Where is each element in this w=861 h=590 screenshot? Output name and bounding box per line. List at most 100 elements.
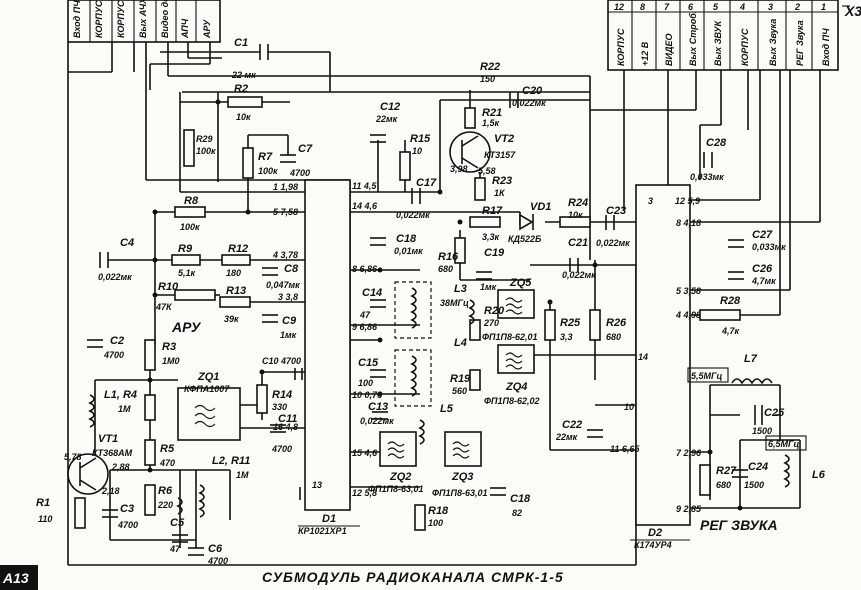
rconn-4: Вых ЗВУК	[713, 19, 723, 66]
lbl-R22v: 150	[480, 74, 495, 84]
d2-pin-14: 14	[638, 352, 648, 362]
d1-pin-1: 1 1,98	[273, 182, 298, 192]
lbl-ZQ2v: ФП1П8-63,01	[368, 484, 424, 494]
lbl-R7: R7	[258, 151, 273, 163]
lbl-R13v: 39к	[224, 314, 239, 324]
lconn-3: Вых АЧХ	[138, 0, 148, 38]
lbl-ZQ3: ZQ3	[451, 471, 473, 483]
d1-pin-12: 12 5,8	[352, 488, 377, 498]
lbl-C22: C22	[562, 419, 582, 431]
tp-0: 3,98	[450, 164, 468, 174]
lbl-R25: R25	[560, 317, 581, 329]
lbl-C2v: 4700	[103, 350, 124, 360]
rconn-num-7: 2	[794, 2, 800, 12]
lbl-C8v: 0,047мк	[266, 280, 300, 290]
d1-pin-8: 8 6,86	[352, 264, 378, 274]
lbl-L3: L3	[454, 283, 467, 295]
d2-pin-7: 7 2,96	[676, 448, 702, 458]
lbl-R1v: 110	[38, 514, 52, 524]
rconn-num-0: 12	[614, 2, 624, 12]
lbl-C4: C4	[120, 237, 134, 249]
lbl-ZQ1v: КФПА1007	[184, 384, 230, 394]
rconn-3: Вых Строб.	[688, 11, 698, 66]
lbl-C3: C3	[120, 503, 134, 515]
lbl-C6v: 4700	[207, 556, 228, 566]
lbl-R28v: 4,7к	[721, 326, 740, 336]
lbl-R7v: 100к	[258, 166, 278, 176]
rconn-num-3: 6	[688, 2, 694, 12]
left-connector: Вход ПЧ КОРПУС КОРПУС Вых АЧХ Видео дете…	[67, 0, 221, 43]
lbl-C24v: 1500	[744, 480, 764, 490]
lbl-C20v: 0,022мк	[512, 98, 546, 108]
lbl-L5: L5	[440, 403, 454, 415]
lbl-R6v: 220	[157, 500, 173, 510]
d2-pin-10: 10	[624, 402, 634, 412]
lbl-C18b: C18	[510, 493, 531, 505]
lbl-C3v: 4700	[117, 520, 138, 530]
rconn-num-2: 7	[664, 2, 670, 12]
d2-pin-4: 4 4,98	[675, 310, 701, 320]
capacitors	[87, 44, 763, 556]
lbl-R15v: 10	[412, 146, 422, 156]
lbl-R17v: 3,3к	[482, 232, 500, 242]
lbl-R8: R8	[184, 195, 199, 207]
lbl-C26: C26	[752, 263, 773, 275]
lbl-VD1: VD1	[530, 201, 551, 213]
d2-pin-5: 5 3,58	[676, 286, 701, 296]
lbl-C17: C17	[416, 177, 437, 189]
lbl-C25v: 1500	[752, 426, 772, 436]
lbl-R29v: 100к	[196, 146, 216, 156]
lconn-5: АПЧ	[180, 18, 190, 39]
label-reg-zvuka: РЕГ ЗВУКА	[700, 517, 778, 533]
d2-pin-11: 11 6,65	[610, 444, 640, 454]
lbl-C5v: 47	[169, 544, 181, 554]
lbl-R27v: 680	[716, 480, 731, 490]
schematic-title: СУБМОДУЛЬ РАДИОКАНАЛА СМРК-1-5	[262, 569, 564, 585]
lbl-C20: C20	[522, 85, 543, 97]
d1-pin-14: 14 4,6	[352, 201, 378, 211]
lbl-C8: C8	[284, 263, 299, 275]
lbl-ZQ5v: ФП1П8-62,01	[482, 332, 538, 342]
junctions	[147, 99, 743, 511]
lbl-R18: R18	[428, 505, 449, 517]
lbl-R26v: 680	[606, 332, 621, 342]
lbl-VT1v: КТ368АМ	[92, 448, 133, 458]
lbl-R23v: 1К	[494, 188, 506, 198]
lbl-R24v: 10к	[568, 210, 583, 220]
lbl-R16: R16	[438, 251, 459, 263]
lbl-C4v: 0,022мк	[98, 272, 132, 282]
lconn-0: Вход ПЧ	[72, 0, 82, 38]
lbl-C11v: 4700	[271, 444, 292, 454]
lbl-L1v: 1М	[118, 404, 131, 414]
resistors	[74, 96, 741, 531]
lbl-L6: L6	[812, 469, 826, 481]
lbl-C9: C9	[282, 315, 297, 327]
tp-4: 2,18	[101, 486, 120, 496]
lbl-R21v: 1,5к	[482, 118, 500, 128]
lbl-C19: C19	[484, 247, 505, 259]
rconn-6: Вых Звука	[768, 19, 778, 66]
lbl-R27: R27	[716, 465, 737, 477]
lbl-R19: R19	[450, 373, 471, 385]
lbl-ZQ4: ZQ4	[505, 381, 527, 393]
lbl-L6v: 6,5МГц	[768, 439, 800, 449]
lbl-L4: L4	[454, 337, 467, 349]
lbl-C25: C25	[764, 407, 785, 419]
lbl-C15: C15	[358, 357, 379, 369]
rconn-0: КОРПУС	[616, 28, 626, 66]
lbl-R14v: 330	[272, 402, 287, 412]
right-connector: 12 8 7 6 5 4 3 2 1 КОРПУС +12 В ВИДЕО Вы…	[607, 0, 839, 71]
lbl-ZQ2: ZQ2	[389, 471, 411, 483]
lbl-C11: C11	[278, 413, 297, 425]
lbl-R3v: 1М0	[162, 356, 180, 366]
lbl-C12: C12	[380, 101, 400, 113]
label-aru: АРУ	[171, 319, 202, 335]
lbl-R20v: 270	[483, 318, 499, 328]
rconn-1: +12 В	[640, 41, 650, 66]
lbl-C21v: 0,022мк	[562, 270, 596, 280]
rconn-num-5: 4	[739, 2, 745, 12]
lbl-ZQ5: ZQ5	[509, 277, 532, 289]
lbl-C27: C27	[752, 229, 773, 241]
lbl-R1: R1	[36, 497, 50, 509]
